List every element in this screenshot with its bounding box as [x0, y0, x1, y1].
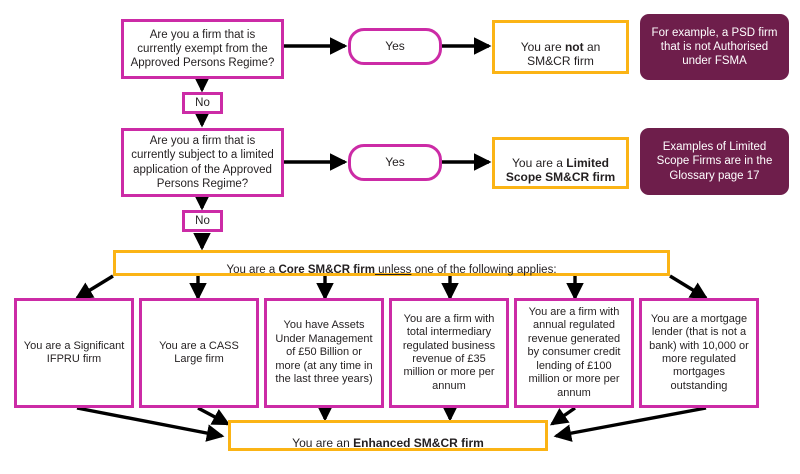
yes-label-2: Yes — [385, 155, 405, 170]
yes-pill-1[interactable]: Yes — [348, 28, 442, 65]
note-psd-example: For example, a PSD firm that is not Auth… — [640, 14, 789, 80]
criterion-1-text: You are a CASS Large firm — [159, 339, 239, 365]
no-tag-1[interactable]: No — [182, 92, 223, 114]
criterion-box-mortgage-lender[interactable]: You are a mortgage lender (that is not a… — [639, 298, 759, 408]
core-smcr-banner[interactable]: You are a Core SM&CR firm unless one of … — [113, 250, 670, 276]
no-label-1: No — [195, 96, 210, 109]
criterion-0-text: You are a Significant IFPRU firm — [23, 339, 125, 365]
no-label-2: No — [195, 214, 210, 227]
arrow-crit1-to-enhanced — [76, 406, 225, 442]
arrow-crit5-to-enhanced — [549, 406, 576, 426]
outcome-not-smcr-firm[interactable]: You are not an SM&CR firm — [492, 20, 629, 74]
outcome-limited-scope-text: You are a Limited Scope SM&CR firm — [503, 141, 618, 185]
core-strong: Core SM&CR firm — [278, 264, 375, 276]
question-1-text: Are you a firm that is currently exempt … — [130, 28, 275, 69]
criterion-box-significant-ifpru[interactable]: You are a Significant IFPRU firm — [14, 298, 134, 408]
outcome-1-prefix: You are a — [512, 155, 567, 170]
outcome-0-strong: not — [564, 39, 584, 54]
outcome-not-smcr-text: You are not an SM&CR firm — [503, 25, 618, 69]
arrow-core-to-crit6 — [669, 274, 709, 300]
criterion-box-consumer-credit-lending[interactable]: You are a firm with annual regulated rev… — [514, 298, 634, 408]
criterion-box-cass-large[interactable]: You are a CASS Large firm — [139, 298, 259, 408]
final-outcome-text: You are an Enhanced SM&CR firm — [292, 421, 484, 450]
question-2-text: Are you a firm that is currently subject… — [131, 135, 274, 190]
final-strong: Enhanced SM&CR firm — [353, 435, 484, 450]
criterion-2-text: You have Assets Under Management of £50 … — [275, 319, 373, 386]
criterion-box-intermediary-revenue[interactable]: You are a firm with total intermediary r… — [389, 298, 509, 408]
core-suffix: one of the following applies: — [411, 264, 557, 276]
note-psd-text: For example, a PSD firm that is not Auth… — [651, 26, 778, 67]
yes-pill-2[interactable]: Yes — [348, 144, 442, 181]
question-box-1[interactable]: Are you a firm that is currently exempt … — [121, 19, 284, 79]
yes-label-1: Yes — [385, 39, 405, 54]
core-underlined: unless — [374, 264, 412, 276]
outcome-1-strong: Limited Scope SM&CR firm — [505, 155, 616, 185]
arrow-core-to-crit1 — [74, 274, 114, 300]
criterion-4-text: You are a firm with annual regulated rev… — [527, 306, 621, 399]
no-tag-2[interactable]: No — [182, 210, 223, 232]
criterion-3-text: You are a firm with total intermediary r… — [402, 312, 496, 392]
outcome-0-suffix: an SM&CR firm — [527, 39, 601, 69]
arrow-crit2-to-enhanced — [197, 406, 231, 426]
note-glossary-text: Examples of Limited Scope Firms are in t… — [656, 141, 773, 182]
criterion-5-text: You are a mortgage lender (that is not a… — [649, 312, 749, 392]
question-box-2[interactable]: Are you a firm that is currently subject… — [121, 128, 284, 197]
note-glossary-reference: Examples of Limited Scope Firms are in t… — [640, 128, 789, 195]
core-banner-text: You are a Core SM&CR firm unless one of … — [226, 249, 556, 277]
criterion-box-assets-under-management[interactable]: You have Assets Under Management of £50 … — [264, 298, 384, 408]
core-prefix: You are a — [226, 264, 279, 276]
outcome-0-prefix: You are — [520, 39, 565, 54]
final-outcome-enhanced-firm[interactable]: You are an Enhanced SM&CR firm — [228, 420, 548, 451]
arrow-crit6-to-enhanced — [553, 406, 707, 442]
final-prefix: You are an — [292, 435, 354, 450]
outcome-limited-scope-firm[interactable]: You are a Limited Scope SM&CR firm — [492, 137, 629, 189]
